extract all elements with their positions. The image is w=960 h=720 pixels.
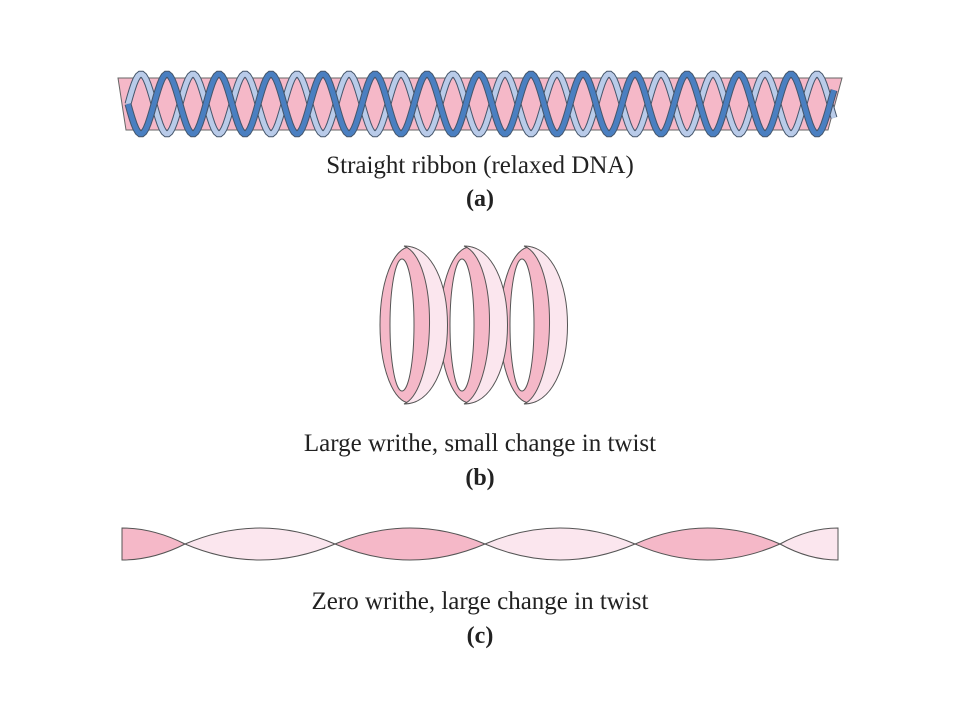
coil-front-3 <box>523 245 568 405</box>
twist-segment-1 <box>121 527 187 561</box>
straight-ribbon-illustration <box>117 70 843 138</box>
coil-hole-2 <box>449 258 475 392</box>
ribbon-band <box>117 77 843 131</box>
label-a: (a) <box>466 186 494 212</box>
coil-hole-3 <box>509 258 535 392</box>
helix-strand-light <box>125 71 837 137</box>
coil-front-2 <box>463 245 508 405</box>
caption-b: Large writhe, small change in twist <box>303 430 657 457</box>
caption-a: Straight ribbon (relaxed DNA) <box>326 152 634 179</box>
twist-segment-6 <box>778 527 839 561</box>
label-c: (c) <box>466 623 494 649</box>
coil-front-1 <box>403 245 448 405</box>
twisted-ribbon-illustration <box>121 527 839 561</box>
coiled-ribbon-illustration <box>379 245 568 405</box>
ribbon-twists <box>121 527 839 561</box>
twist-segment-3 <box>333 527 487 561</box>
helix-strand-dark <box>125 71 837 137</box>
twist-segment-4 <box>483 527 637 561</box>
twist-segment-2 <box>183 527 337 561</box>
twist-segment-5 <box>633 527 782 561</box>
ribbon-coils <box>379 245 568 405</box>
label-b: (b) <box>465 465 495 491</box>
caption-c: Zero writhe, large change in twist <box>311 588 649 615</box>
double-helix <box>124 70 838 138</box>
coil-hole-1 <box>389 258 415 392</box>
